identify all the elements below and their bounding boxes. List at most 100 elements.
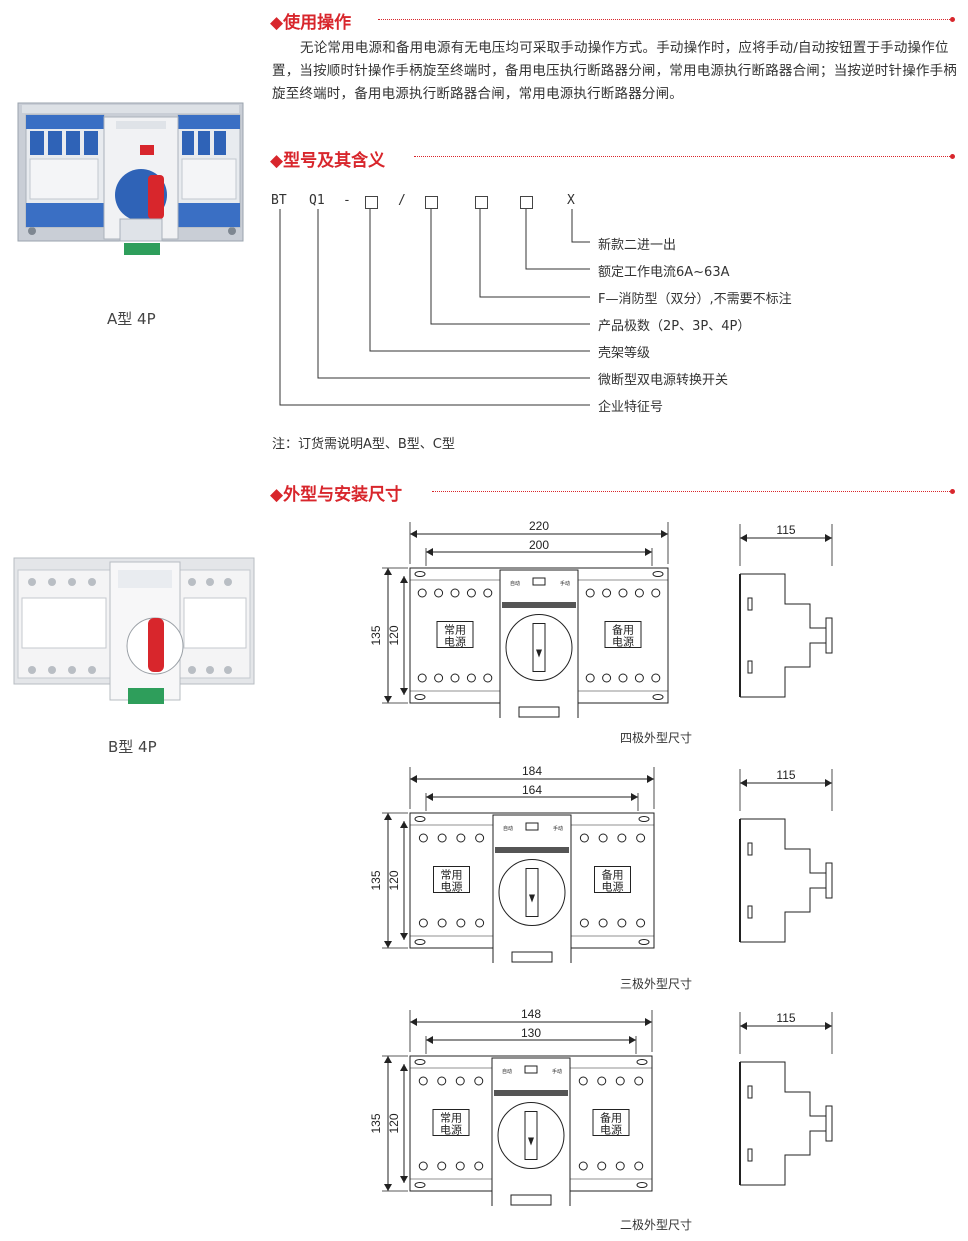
mount-width-label: 130 [521,1026,541,1040]
mode-switch [532,577,546,586]
terminal-screw [474,1161,484,1171]
terminal-screw [617,833,627,843]
dimension-arrow [426,1036,433,1044]
terminal-screw [585,588,595,598]
dimension-arrow [400,1064,408,1071]
manual-label: 手动 [553,825,563,832]
model-desc-1: 新款二进一出 [598,238,677,253]
four-pole-caption: 四极外型尺寸 [620,731,693,745]
dimension-arrow [410,1018,417,1026]
terminal-screw [634,588,644,598]
dimension-arrow [661,530,668,538]
height-label: 135 [370,1113,383,1133]
mounting-hole [414,571,426,577]
section-divider-dot [950,17,955,22]
height-label: 135 [370,625,383,645]
terminal-screw [597,1076,607,1086]
side-view-outline [740,818,829,943]
terminal-screw [618,588,628,598]
dimension-arrow [410,530,417,538]
model-desc-3: F—消防型（双分）,不需要不标注 [598,292,792,307]
terminal-screw [437,918,447,928]
common-source-label: 电源 [444,635,466,649]
terminal-screw [418,1076,428,1086]
mounting-hole [414,939,426,945]
side-view-outline [740,573,829,698]
mounting-hole [636,1059,648,1065]
operation-paragraph: 无论常用电源和备用电源有无电压均可采取手动操作方式。手动操作时，应将手动/自动按… [272,40,957,102]
dimension-arrow [400,933,408,940]
common-source-box [433,866,470,893]
terminal-screw [617,918,627,928]
side-clip [747,1148,753,1162]
terminal-screw [450,673,460,683]
terminal-screw [634,673,644,683]
terminal-screw [634,1161,644,1171]
depth-label: 115 [776,768,795,782]
side-handle [825,617,833,654]
terminal-screw [634,1076,644,1086]
backup-source-label: 电源 [600,1123,622,1137]
terminal-screw [434,588,444,598]
backup-source-label: 电源 [612,635,634,649]
terminal-block [510,1194,552,1206]
terminal-block [511,951,553,963]
terminal-screw [475,833,485,843]
backup-source-label: 备用 [602,868,624,882]
terminal-screw [455,1076,465,1086]
handle-outline [525,868,539,917]
side-view-outline [740,1061,829,1186]
terminal-screw [456,833,466,843]
model-desc-6: 微断型双电源转换开关 [598,373,729,388]
mount-width-label: 164 [522,783,542,797]
side-clip [747,597,753,611]
handle-arrow [529,894,535,903]
terminal-screw [636,833,646,843]
terminal-screw [585,673,595,683]
backup-source-box [604,621,642,648]
mounting-hole [414,816,426,822]
terminal-screw [602,673,612,683]
side-clip [747,842,753,856]
terminal-screw [579,833,589,843]
auto-label: 自动 [502,1068,512,1075]
dimension-arrow [645,548,652,556]
common-source-label: 常用 [444,624,466,637]
terminal-screw [437,1076,447,1086]
common-source-label: 电源 [441,880,463,894]
section-divider-dot [950,489,955,494]
handle-arrow [536,649,542,658]
terminal-screw [456,918,466,928]
terminal-screw [618,673,628,683]
backup-source-box [592,1109,630,1136]
code-box-frame [365,196,378,209]
two-pole-caption: 二极外型尺寸 [620,1218,693,1232]
dimension-arrow [631,793,638,801]
terminal-screw [450,588,460,598]
side-clip [747,660,753,674]
label-strip [502,602,576,608]
terminal-screw [578,1161,588,1171]
terminal-screw [598,918,608,928]
terminal-screw [615,1161,625,1171]
depth-label: 115 [776,1011,795,1025]
common-source-box [436,621,474,648]
terminal-block [518,706,560,718]
terminal-screw [417,673,427,683]
model-desc-4: 产品极数（2P、3P、4P） [598,319,751,334]
dimension-arrow [740,779,747,787]
dimension-arrow [400,1176,408,1183]
mounting-hole [636,1182,648,1188]
mount-width-label: 200 [529,538,549,552]
dimension-arrow [825,1022,832,1030]
backup-source-box [594,866,631,893]
handle-outline [524,1111,538,1160]
section-title-model: ◆型号及其含义 [270,151,386,171]
side-clip [747,905,753,919]
code-q1: Q1 [309,193,325,208]
backup-source-label: 电源 [602,880,624,894]
handle-arrow [528,1137,534,1146]
product-a-caption: A型 4P [107,310,156,328]
